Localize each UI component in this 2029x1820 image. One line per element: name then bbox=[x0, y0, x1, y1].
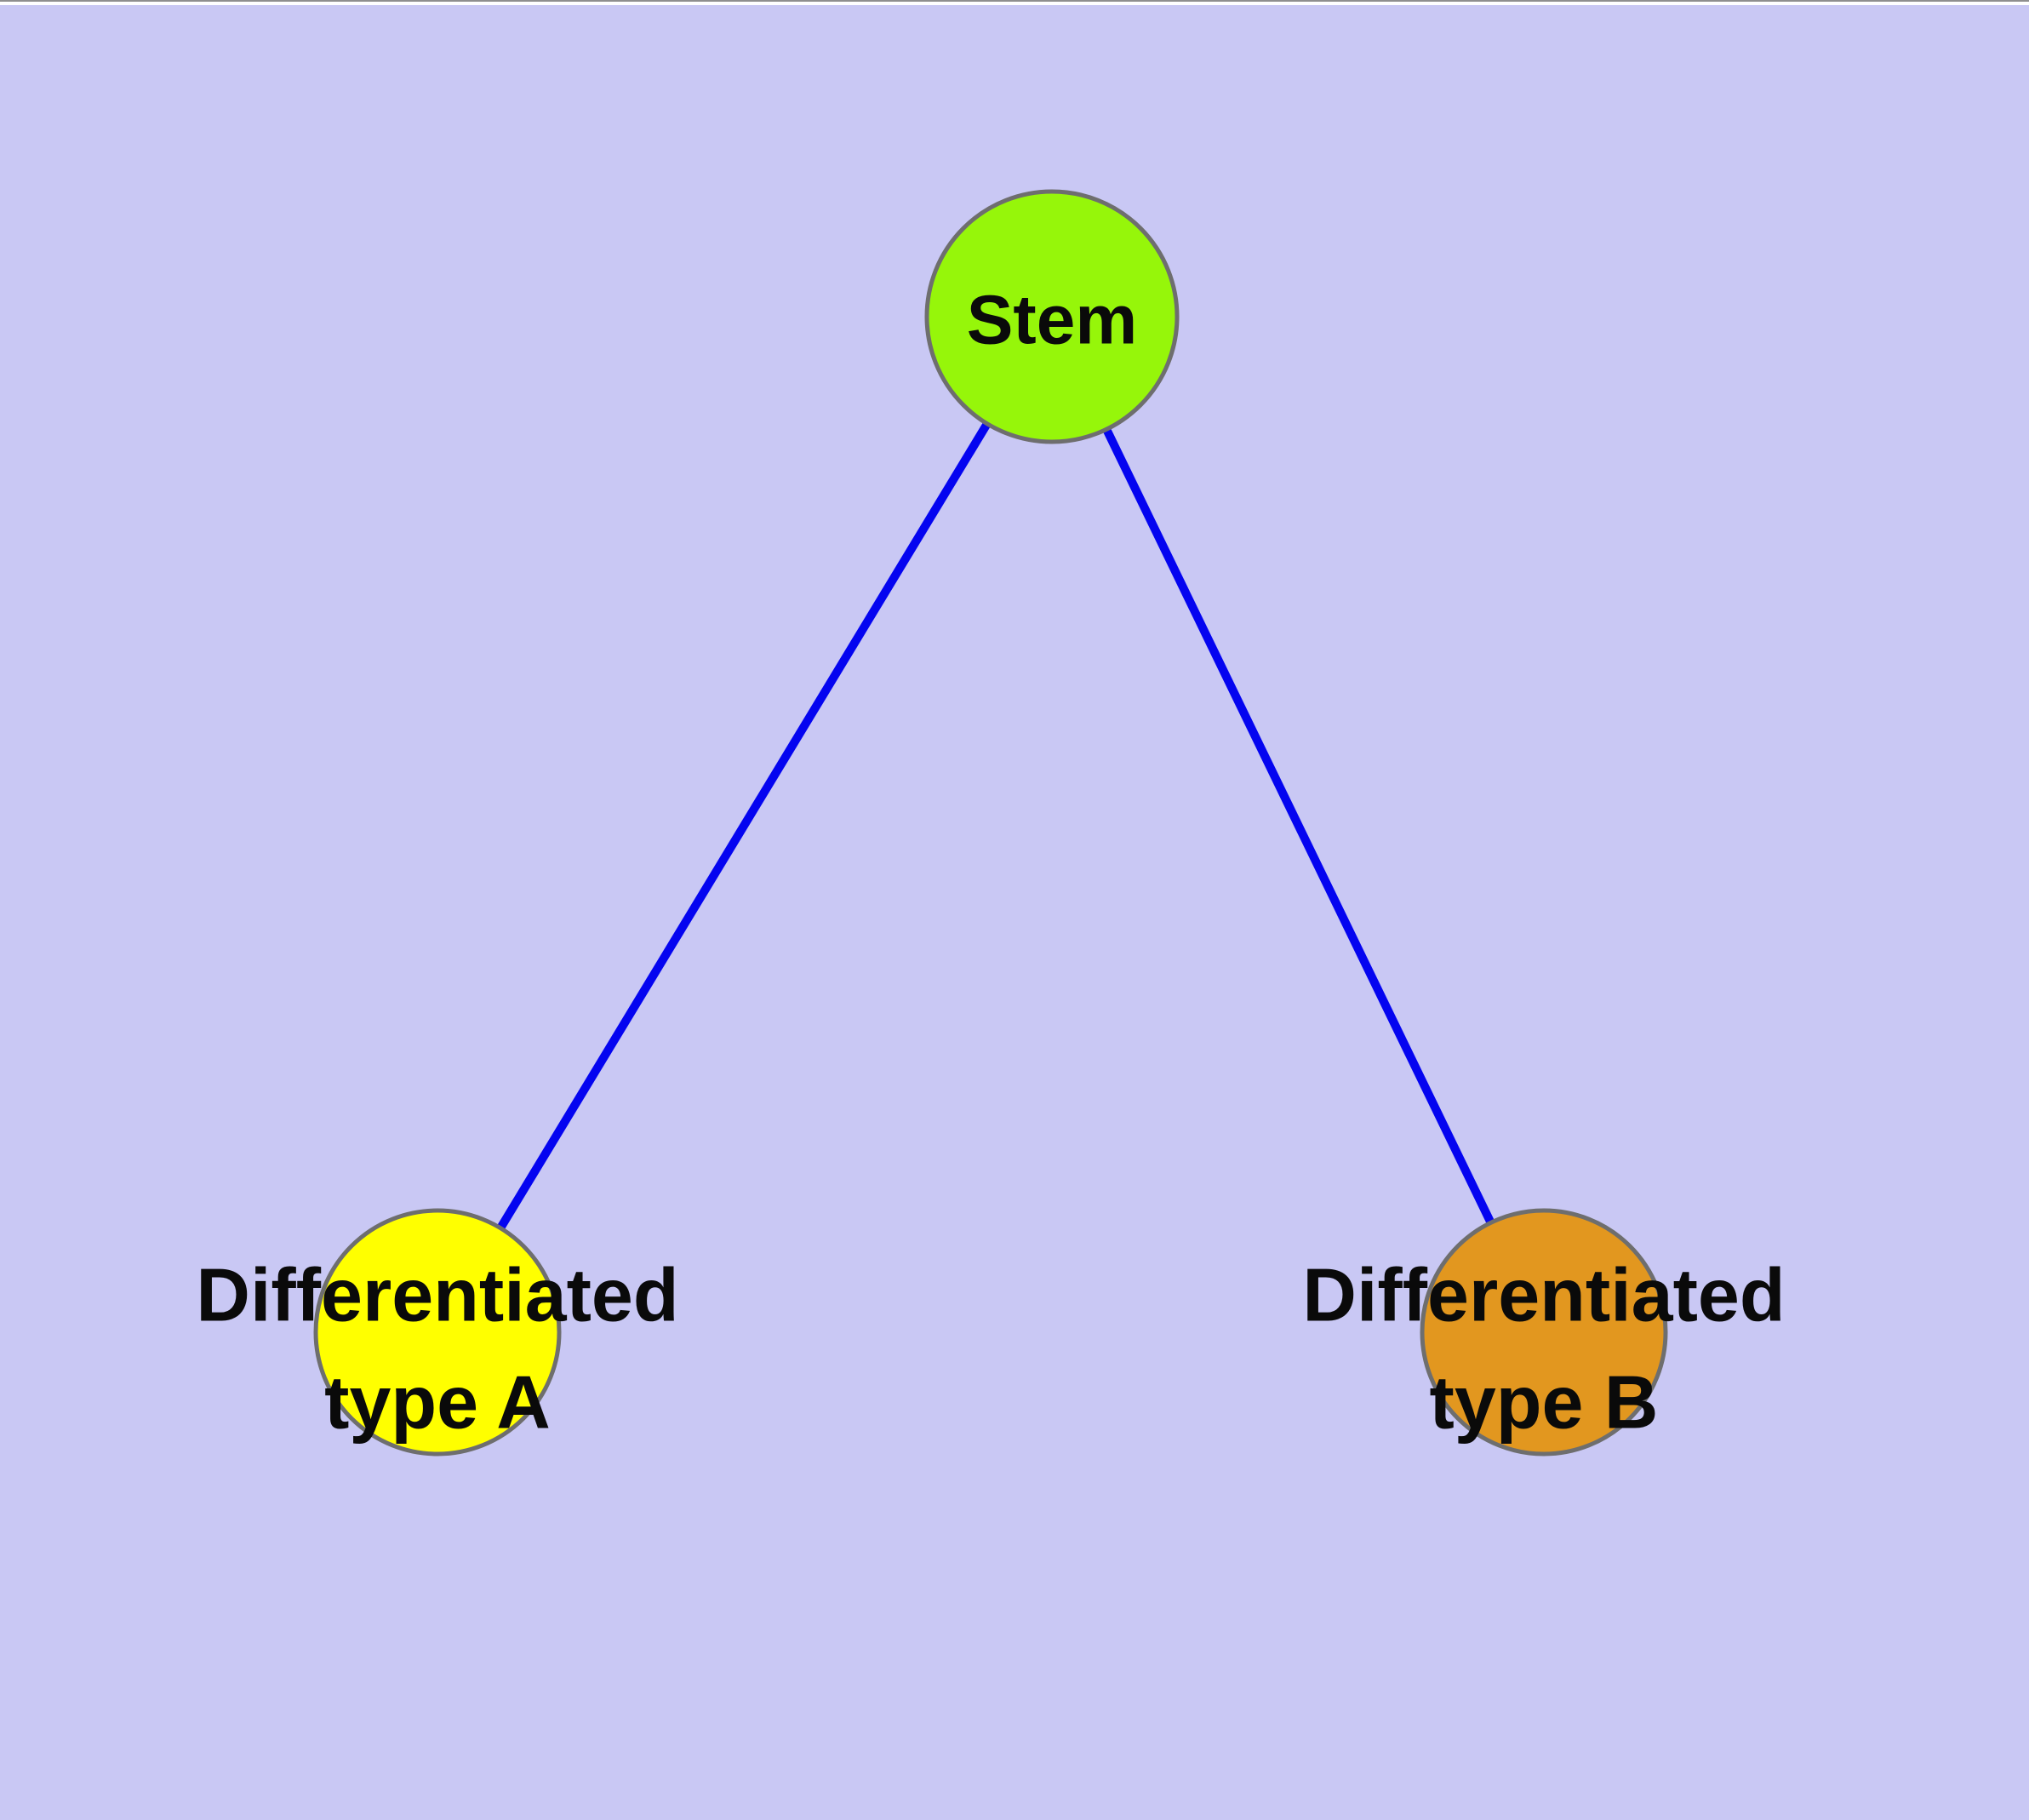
node-differentiated-type-a bbox=[313, 1208, 562, 1457]
window-top-strip bbox=[0, 2, 2029, 5]
node-stem-label: Stem bbox=[967, 282, 1138, 359]
node-stem bbox=[924, 189, 1180, 444]
node-type-a-label-line1: Differentiated bbox=[196, 1253, 678, 1337]
window-top-hairline bbox=[0, 0, 2029, 2]
edge-stem-to-type-a bbox=[433, 314, 1056, 1335]
node-differentiated-type-b bbox=[1420, 1208, 1668, 1457]
edge-stem-to-type-b bbox=[1048, 314, 1548, 1335]
node-type-a-label-line2: type A bbox=[324, 1360, 551, 1445]
node-type-b-label-line2: type B bbox=[1430, 1360, 1659, 1445]
node-type-b-label-line1: Differentiated bbox=[1302, 1253, 1785, 1337]
